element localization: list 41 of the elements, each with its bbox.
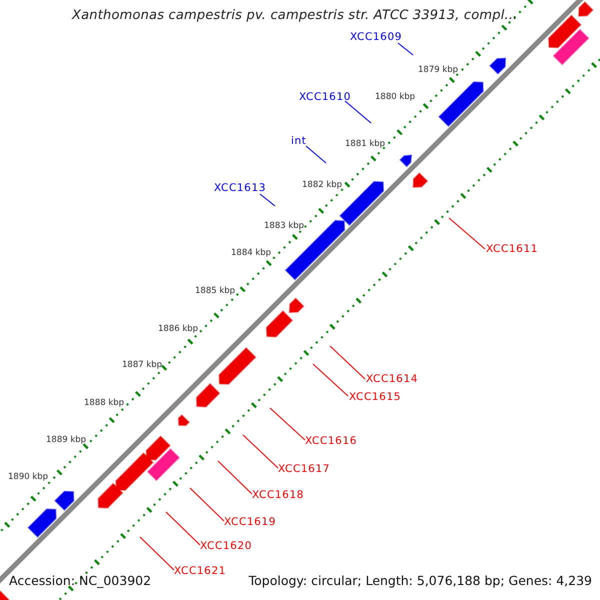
gene-label: XCC1621 <box>174 565 226 578</box>
scale-label: 1882 kbp <box>302 181 342 191</box>
leader-line <box>260 194 276 206</box>
scale-label: 1887 kbp <box>122 361 162 371</box>
gene-label: XCC1610 <box>299 91 352 104</box>
leader-line <box>398 42 414 56</box>
scale-label: 1879 kbp <box>418 66 458 76</box>
leader-line <box>330 346 366 380</box>
scale-label: 1880 kbp <box>375 93 416 103</box>
gene-label: XCC1613 <box>214 182 266 194</box>
scale-label: 1889 kbp <box>46 436 86 446</box>
leader-line <box>140 536 174 570</box>
gene-label: XCC1618 <box>252 489 304 502</box>
leader-line <box>306 146 326 164</box>
scale-label: 1885 kbp <box>195 287 236 297</box>
gene-label: XCC1614 <box>366 373 418 386</box>
gene-label: int <box>291 135 306 148</box>
scale-label: 1888 kbp <box>84 399 124 409</box>
gene-label: XCC1611 <box>486 243 538 256</box>
leader-line <box>242 434 278 468</box>
footer-text: Topology: circular; Length: 5,076,188 bp; Genes: 4,239 <box>248 574 592 588</box>
title: Xanthomonas campestris pv. campestris str. ATCC 33913, compl... <box>72 9 518 24</box>
gene-label: XCC1616 <box>305 435 358 448</box>
leader-line <box>312 364 348 396</box>
footer-text: Accession: NC_003902 <box>9 574 152 588</box>
leader-line <box>448 218 486 250</box>
gene-label: XCC1615 <box>349 391 402 404</box>
scale-label: 1883 kbp <box>264 222 304 232</box>
leader-line <box>270 408 306 440</box>
gene-label: XCC1609 <box>350 31 402 44</box>
leader-line <box>190 488 224 522</box>
gene-label: XCC1620 <box>200 540 252 552</box>
gene-label: XCC1619 <box>224 516 276 528</box>
leader-line <box>344 100 372 124</box>
scale-label: 1881 kbp <box>345 140 386 150</box>
scale-label: 1884 kbp <box>231 249 272 259</box>
scale-label: 1890 kbp <box>8 473 48 483</box>
gene-label: XCC1617 <box>278 463 330 476</box>
leader-line <box>166 512 200 546</box>
scale-label: 1886 kbp <box>158 325 198 335</box>
leader-line <box>218 460 252 494</box>
